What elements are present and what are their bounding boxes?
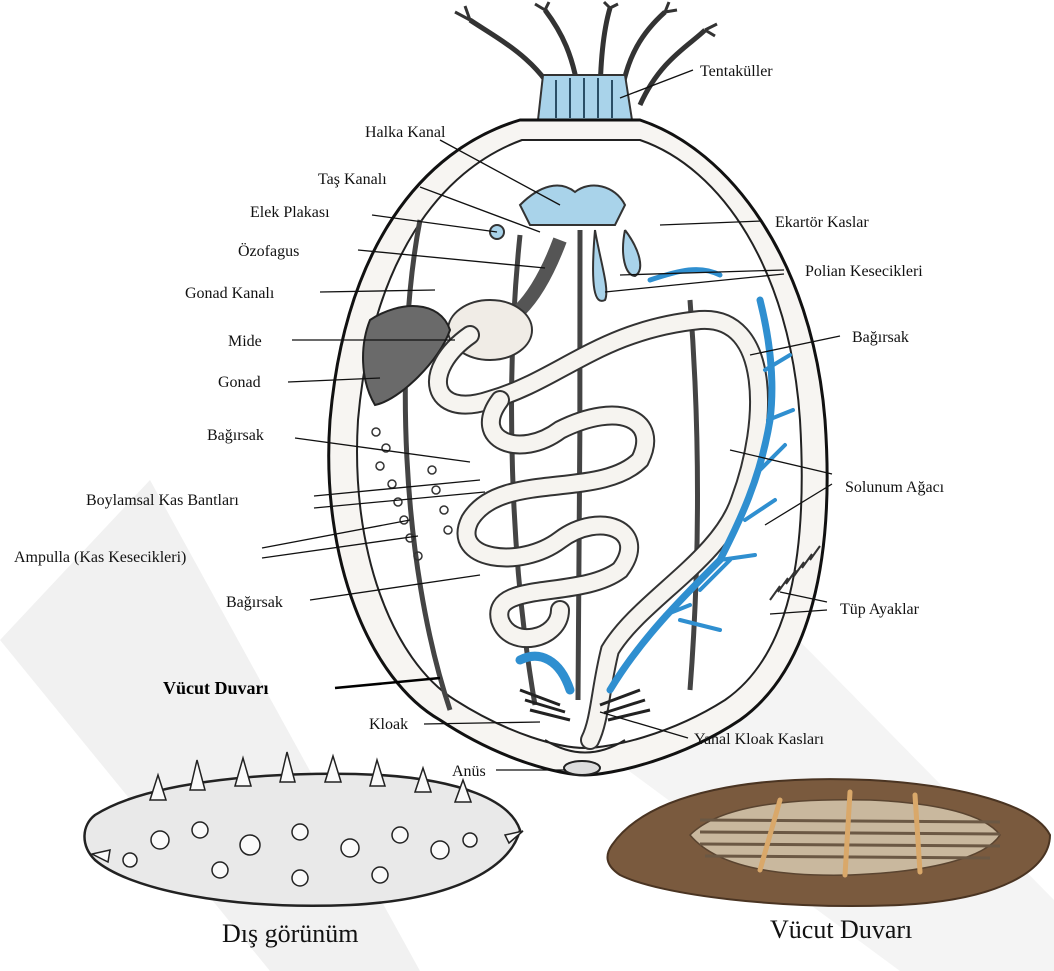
caption-dis-gorunum: Dış görünüm [222, 919, 359, 948]
caption-vucut-duvari: Vücut Duvarı [770, 915, 912, 944]
label-boylamsal: Boylamsal Kas Bantları [86, 492, 239, 509]
label-tup-ayaklar: Tüp Ayaklar [840, 601, 920, 618]
label-solunum: Solunum Ağacı [845, 479, 945, 496]
label-elek-plakasi: Elek Plakası [250, 204, 330, 221]
label-yanal-kloak: Yanal Kloak Kasları [694, 731, 824, 748]
label-gonad: Gonad [218, 374, 261, 391]
label-ozofagus: Özofagus [238, 242, 299, 260]
label-ekartor: Ekartör Kaslar [775, 214, 869, 231]
label-bagirsak-right: Bağırsak [852, 329, 909, 346]
label-gonad-kanali: Gonad Kanalı [185, 285, 275, 302]
label-bagirsak-left-2: Bağırsak [226, 594, 283, 611]
label-bagirsak-left-1: Bağırsak [207, 427, 264, 444]
anatomy-illustration [329, 2, 827, 775]
label-anus: Anüs [452, 763, 486, 780]
label-tas-kanali: Taş Kanalı [318, 171, 387, 188]
label-tentakuller: Tentaküller [700, 63, 773, 80]
label-halka-kanal: Halka Kanal [365, 124, 446, 141]
label-vucut-duvari-bold: Vücut Duvarı [163, 678, 269, 698]
tentacles [455, 2, 717, 120]
label-ampulla: Ampulla (Kas Kesecikleri) [14, 549, 186, 566]
label-mide: Mide [228, 333, 262, 350]
label-kloak: Kloak [369, 716, 408, 733]
label-polian: Polian Kesecikleri [805, 263, 923, 280]
